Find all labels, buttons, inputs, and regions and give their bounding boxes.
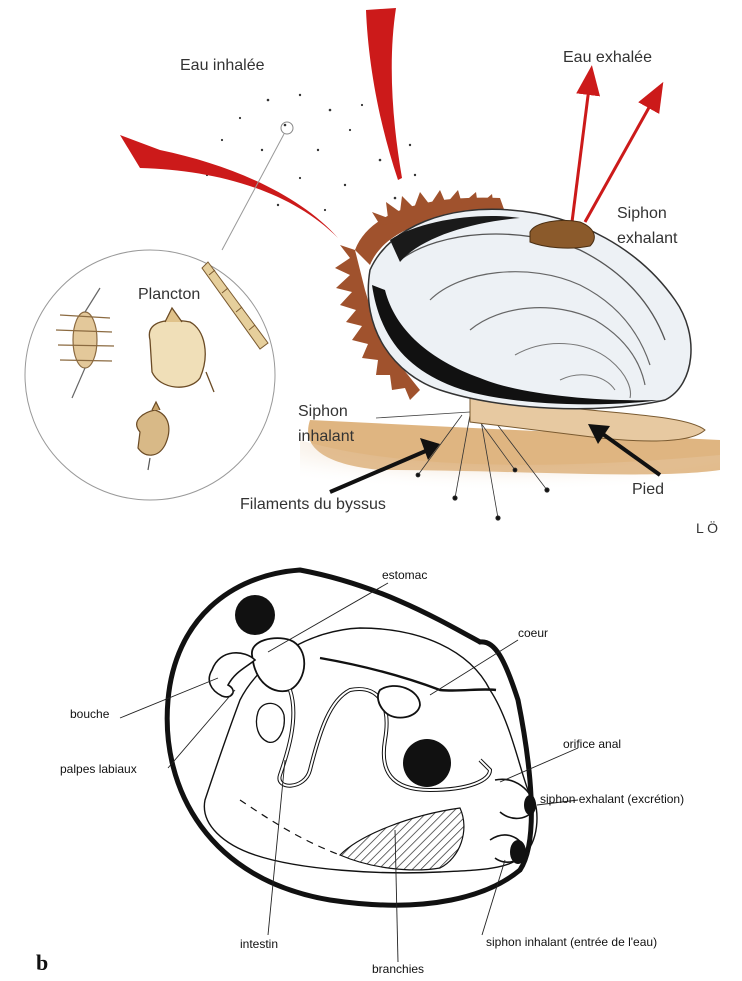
inhaled-water-arrow-left bbox=[120, 135, 338, 238]
inhaled-water-arrow-top bbox=[366, 8, 402, 180]
label-siphon-exhalant: Siphon exhalant bbox=[617, 201, 678, 251]
anterior-adductor-muscle bbox=[235, 595, 275, 635]
gills bbox=[340, 808, 464, 870]
label-palpes-labiaux: palpes labiaux bbox=[60, 762, 137, 776]
leader-lines bbox=[120, 583, 578, 962]
exhalant-opening bbox=[524, 795, 536, 815]
label-eau-exhalee: Eau exhalée bbox=[563, 49, 652, 67]
panel-a bbox=[25, 8, 720, 520]
label-coeur: coeur bbox=[518, 626, 548, 640]
label-pied: Pied bbox=[632, 481, 664, 499]
label-siphon-inhalant-entree: siphon inhalant (entrée de l'eau) bbox=[486, 935, 657, 949]
digestive-gland bbox=[256, 703, 284, 742]
label-orifice-anal: orifice anal bbox=[563, 737, 621, 751]
label-estomac: estomac bbox=[382, 568, 427, 582]
panel-b bbox=[120, 570, 578, 962]
label-bouche: bouche bbox=[70, 707, 109, 721]
credit-mark: L Ö bbox=[696, 520, 718, 536]
inhalant-siphon-leader bbox=[376, 412, 470, 418]
panel-letter-b: b bbox=[36, 950, 48, 976]
magnifier-small-circle bbox=[281, 122, 293, 134]
labial-palps bbox=[209, 653, 255, 697]
label-plancton: Plancton bbox=[138, 286, 200, 304]
label-intestin: intestin bbox=[240, 937, 278, 951]
exhalant-siphon bbox=[530, 220, 594, 248]
label-eau-inhalee: Eau inhalée bbox=[180, 57, 265, 75]
label-filaments-byssus: Filaments du byssus bbox=[240, 496, 386, 514]
label-siphon-exhalant-excretion: siphon exhalant (excrétion) bbox=[540, 792, 684, 806]
gill-dashed-edge bbox=[240, 800, 340, 855]
posterior-adductor-muscle bbox=[403, 739, 451, 787]
inhalant-opening bbox=[510, 840, 526, 864]
label-siphon-inhalant: Siphon inhalant bbox=[298, 399, 354, 449]
label-branchies: branchies bbox=[372, 962, 424, 976]
exhaled-water-arrow-1 bbox=[572, 80, 590, 222]
